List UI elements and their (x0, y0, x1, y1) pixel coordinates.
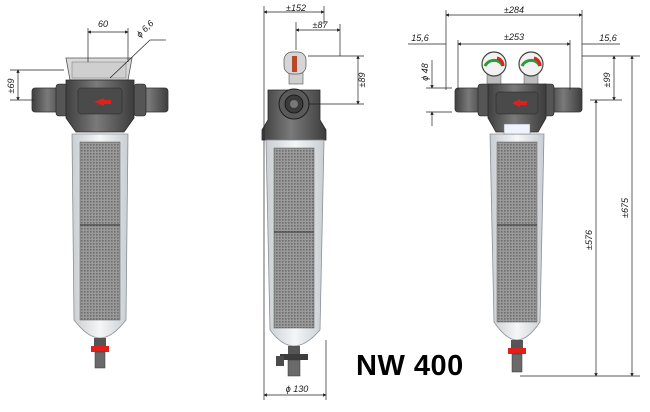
drain-valve-icon (508, 348, 526, 354)
dim-inner-width: ±253 (504, 32, 524, 42)
front-view-filter (31, 57, 169, 369)
dim-gauge-offset: ±87 (313, 20, 329, 30)
front-dimensions (10, 28, 166, 101)
dim-top-width: 60 (98, 19, 108, 29)
side-view-filter (261, 51, 327, 377)
flow-arrow-icon (94, 98, 104, 106)
drain-valve-icon (91, 346, 109, 352)
dim-inlet-height: ±69 (6, 79, 16, 94)
side-dimensions (263, 6, 364, 400)
dim-port-dia: ϕ 48 (420, 63, 430, 81)
dim-port-height: ±99 (602, 73, 612, 88)
drain-tap-icon (276, 356, 284, 366)
dim-total-height: ±675 (620, 197, 630, 218)
dim-body-height: ±576 (584, 230, 594, 250)
dim-bolt-dia: ϕ 6,6 (134, 18, 155, 39)
dim-bottom-dia: ϕ 130 (286, 384, 309, 394)
rear-dimensions (408, 10, 640, 377)
rear-view-filter (454, 51, 583, 373)
dim-overall-width: ±284 (504, 5, 524, 15)
dim-left-margin: 15,6 (411, 33, 429, 43)
dim-gauge-height: ±89 (357, 73, 367, 88)
model-label: NW 400 (356, 350, 464, 382)
dim-right-margin: 15,6 (599, 33, 617, 43)
flow-arrow-icon (512, 99, 520, 107)
dim-depth: ±152 (286, 3, 306, 13)
